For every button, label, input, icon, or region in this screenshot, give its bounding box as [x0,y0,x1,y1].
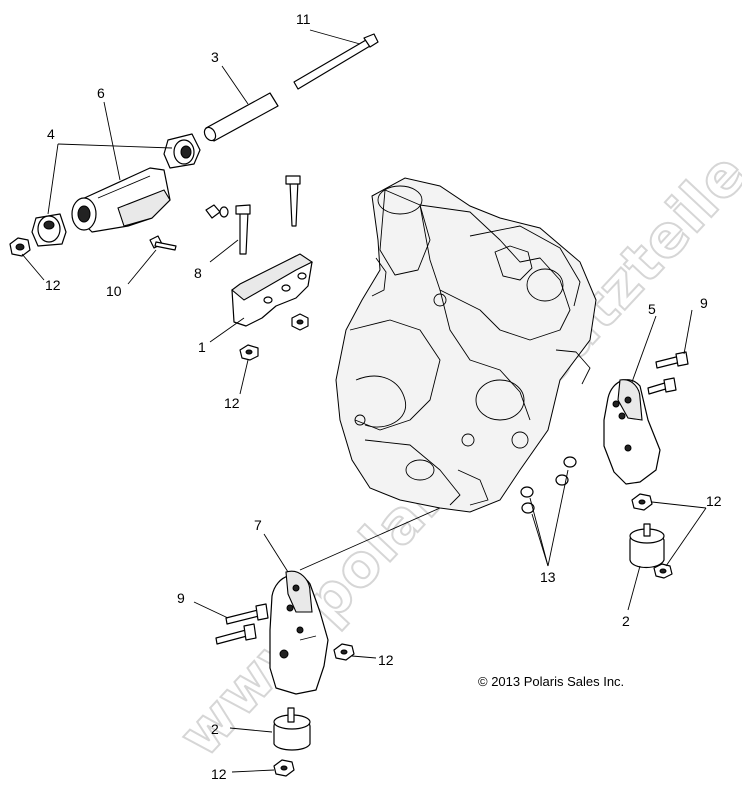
part-9-bolts-left [215,603,269,645]
part-4-bushing-lower [31,213,67,247]
callout-4: 4 [47,126,55,142]
callout-12-left: 12 [45,277,61,293]
part-12-nut-bottom [273,759,295,777]
part-8-bolts [205,175,301,255]
callout-13: 13 [540,569,556,585]
part-2-rubber-mount-bottom [273,707,311,751]
part-2-rubber-mount-right [629,523,665,569]
callout-12-center: 12 [224,395,240,411]
callout-8: 8 [194,265,202,281]
callout-12-bottom: 12 [211,766,227,782]
part-12-nut-bracket-a [291,313,309,331]
callout-7: 7 [254,517,262,533]
part-3-tube [203,92,279,142]
callout-2-bottom: 2 [211,721,219,737]
engine-stud-group [520,456,577,514]
part-4-bushing-upper [163,133,201,169]
copyright-text: © 2013 Polaris Sales Inc. [478,674,624,689]
part-7-left-bracket [269,570,329,695]
callout-3: 3 [211,49,219,65]
callout-6: 6 [97,85,105,101]
callout-9-right: 9 [700,295,708,311]
callout-1: 1 [198,339,206,355]
part-12-nut-bracket-b [239,344,259,361]
part-12-nut-lower-mid [333,643,355,661]
part-12-nut-left [9,237,31,257]
part-11-long-bolt [293,33,379,90]
part-5-right-bracket [603,379,661,485]
callout-11: 11 [296,11,311,27]
callout-5: 5 [648,301,656,317]
part-12-nut-right-b [653,563,673,579]
callout-12-lower-mid: 12 [378,652,394,668]
part-9-bolts-right [647,351,689,395]
part-6-mount-housing [71,167,171,233]
callout-10: 10 [106,283,122,299]
part-1-bracket [231,253,314,327]
part-10-bolt [149,235,177,251]
callout-12-right: 12 [706,493,722,509]
callout-9-left: 9 [177,590,185,606]
callout-2-right: 2 [622,613,630,629]
engine-assembly [335,177,597,514]
part-12-nut-right-a [631,493,653,511]
